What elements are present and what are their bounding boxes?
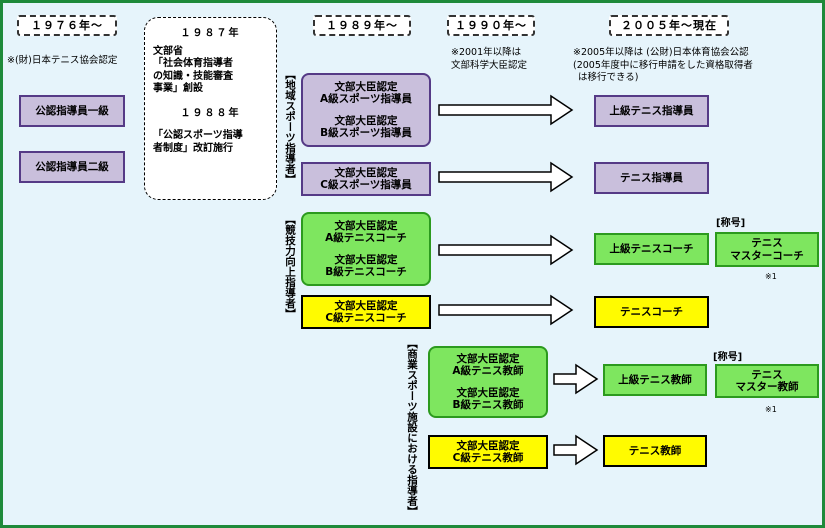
label: B級スポーツ指導員 bbox=[320, 127, 412, 139]
header-1976: １９７６年～ bbox=[17, 15, 117, 36]
label-title-1: [称号] bbox=[716, 218, 746, 229]
mext-history-line6: 者制度」改訂施行 bbox=[153, 142, 233, 154]
label: 文部大臣認定 bbox=[456, 386, 520, 399]
category-competitive: 【競技力向上指導者】 bbox=[284, 214, 296, 319]
label: 文部大臣認定 bbox=[334, 253, 398, 266]
mext-history-year1988: １９８８年 bbox=[180, 107, 241, 119]
label: 文部大臣認定 bbox=[334, 114, 398, 127]
label: 文部大臣認定 bbox=[334, 166, 398, 179]
note-jasa-2005-line2: (2005年度中に移行申請をした資格取得者 bbox=[573, 60, 753, 71]
box-1989-regional-ab: 文部大臣認定 A級スポーツ指導員 文部大臣認定 B級スポーツ指導員 bbox=[301, 73, 431, 147]
note-mext-2001-line2: 文部科学大臣認定 bbox=[451, 60, 528, 71]
box-2005-coach: テニスコーチ bbox=[594, 296, 709, 328]
label: C級スポーツ指導員 bbox=[320, 179, 412, 191]
label: A級テニスコーチ bbox=[325, 232, 407, 244]
note-jasa-2005-line1: ※2005年以降は (公財)日本体育協会公認 bbox=[573, 47, 749, 58]
arrow-teacher-c bbox=[553, 434, 599, 466]
label: 文部大臣認定 bbox=[334, 80, 398, 93]
header-2005: ２００５年～現在 bbox=[609, 15, 729, 36]
mext-history-line1: 文部省 bbox=[153, 45, 183, 57]
arrow-regional-ab bbox=[438, 94, 574, 126]
box-2005-instructor: テニス指導員 bbox=[594, 162, 709, 194]
label: A級スポーツ指導員 bbox=[320, 93, 412, 105]
label: マスター教師 bbox=[735, 381, 799, 393]
category-regional: 【地域スポーツ指導者】 bbox=[284, 69, 296, 185]
mext-history-box: １９８７年 文部省 「社会体育指導者 の知識・技能審査 事業」創設 １９８８年 … bbox=[144, 17, 277, 200]
box-2005-senior-coach: 上級テニスコーチ bbox=[594, 233, 709, 265]
box-1989-coach-ab: 文部大臣認定 A級テニスコーチ 文部大臣認定 B級テニスコーチ bbox=[301, 212, 431, 286]
note-jta-1976: ※(財)日本テニス協会認定 bbox=[7, 55, 118, 66]
header-1990: １９９０年～ bbox=[447, 15, 535, 36]
label: 文部大臣認定 bbox=[334, 299, 398, 312]
label: C級テニス教師 bbox=[452, 452, 524, 464]
category-commercial: 【商業スポーツ施設における指導者】 bbox=[406, 338, 418, 517]
box-jta-level1: 公認指導員一級 bbox=[19, 95, 125, 127]
box-2005-senior-teacher: 上級テニス教師 bbox=[603, 364, 707, 396]
label: テニス bbox=[751, 368, 783, 381]
ref-note-2: ※1 bbox=[765, 405, 777, 414]
label: B級テニス教師 bbox=[452, 399, 524, 411]
label: 文部大臣認定 bbox=[456, 352, 520, 365]
arrow-coach-c bbox=[438, 294, 574, 326]
label: C級テニスコーチ bbox=[325, 312, 407, 324]
box-1989-coach-c: 文部大臣認定 C級テニスコーチ bbox=[301, 295, 431, 329]
box-1989-regional-c: 文部大臣認定 C級スポーツ指導員 bbox=[301, 162, 431, 196]
box-2005-senior-instructor: 上級テニス指導員 bbox=[594, 95, 709, 127]
box-2005-teacher: テニス教師 bbox=[603, 435, 707, 467]
box-jta-level2: 公認指導員二級 bbox=[19, 151, 125, 183]
mext-history-line5: 「公認スポーツ指導 bbox=[153, 130, 243, 141]
label: 文部大臣認定 bbox=[456, 439, 520, 452]
label: A級テニス教師 bbox=[452, 365, 524, 377]
label: B級テニスコーチ bbox=[325, 266, 407, 278]
note-jasa-2005-line3: は移行できる) bbox=[578, 72, 639, 83]
label-title-2: [称号] bbox=[713, 352, 743, 363]
label: マスターコーチ bbox=[730, 249, 804, 262]
header-1989: １９８９年～ bbox=[313, 15, 411, 36]
box-1989-teacher-ab: 文部大臣認定 A級テニス教師 文部大臣認定 B級テニス教師 bbox=[428, 346, 548, 418]
mext-history-year1987: １９８７年 bbox=[180, 28, 241, 39]
box-2005-master-coach: テニス マスターコーチ bbox=[715, 232, 819, 267]
mext-history-line3: の知識・技能審査 bbox=[153, 70, 233, 82]
arrow-coach-ab bbox=[438, 234, 574, 266]
arrow-teacher-ab bbox=[553, 363, 599, 395]
label: 文部大臣認定 bbox=[334, 219, 398, 232]
ref-note-1: ※1 bbox=[765, 272, 777, 281]
mext-history-line2: 「社会体育指導者 bbox=[153, 58, 233, 69]
mext-history-line4: 事業」創設 bbox=[153, 83, 203, 94]
box-2005-master-teacher: テニス マスター教師 bbox=[715, 364, 819, 398]
label: テニス bbox=[751, 237, 783, 249]
arrow-regional-c bbox=[438, 161, 574, 193]
box-1989-teacher-c: 文部大臣認定 C級テニス教師 bbox=[428, 435, 548, 469]
note-mext-2001-line1: ※2001年以降は bbox=[451, 47, 522, 58]
